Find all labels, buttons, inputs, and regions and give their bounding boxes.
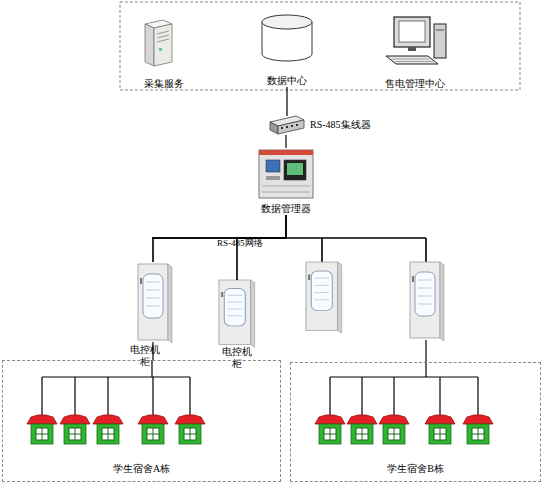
node-label: 采集服务 bbox=[144, 78, 184, 90]
house-icon bbox=[315, 415, 345, 444]
node-label: 数据中心 bbox=[267, 75, 307, 87]
bus-label: RS-485网络 bbox=[217, 238, 263, 249]
cabinet-icon bbox=[138, 264, 172, 343]
bus-wire bbox=[152, 238, 426, 262]
node-label: 售电管理中心 bbox=[385, 78, 445, 90]
node-label: 电控机柜 bbox=[221, 346, 252, 370]
dorm-area: 学生宿舍B栋 bbox=[290, 362, 541, 482]
system-area bbox=[120, 2, 520, 90]
connector-line bbox=[285, 135, 286, 148]
house-icon bbox=[138, 415, 168, 444]
house-icon bbox=[60, 415, 90, 444]
connector-line bbox=[286, 87, 287, 116]
cabinet-node: 电控机柜 bbox=[138, 262, 168, 342]
node-label: RS-485集线器 bbox=[310, 119, 371, 131]
dorm-wire bbox=[42, 340, 478, 415]
server-icon bbox=[145, 20, 172, 66]
cabinet-icon bbox=[219, 280, 255, 347]
house-icon bbox=[425, 415, 455, 444]
cabinet-node: 电控机柜 bbox=[219, 280, 255, 345]
house-icon bbox=[93, 415, 123, 444]
database-icon bbox=[262, 15, 312, 61]
node-label: 数据管理器 bbox=[261, 203, 311, 215]
hub-icon bbox=[270, 116, 304, 134]
cabinet-icon bbox=[410, 262, 444, 341]
cabinet-icon bbox=[306, 262, 342, 333]
data-manager-icon bbox=[259, 150, 313, 198]
node-label: 电控机柜 bbox=[129, 344, 160, 368]
data-manager-node: 数据管理器 bbox=[252, 148, 320, 215]
node-label: 学生宿舍A栋 bbox=[113, 463, 170, 475]
connector-line bbox=[153, 215, 286, 262]
house-icon bbox=[347, 415, 377, 444]
database-node: 数据中心 bbox=[256, 15, 318, 87]
computer-icon bbox=[386, 17, 446, 64]
node-label: 学生宿舍B栋 bbox=[387, 463, 444, 475]
house-icon bbox=[379, 415, 409, 444]
hub-node: RS-485集线器 bbox=[268, 116, 304, 135]
computer-node: 售电管理中心 bbox=[370, 15, 460, 90]
dorm-area: 学生宿舍A栋 bbox=[2, 360, 281, 482]
server-node: 采集服务 bbox=[133, 15, 195, 90]
house-icon bbox=[27, 415, 57, 444]
house-icon bbox=[463, 415, 493, 444]
house-icon bbox=[175, 415, 205, 444]
